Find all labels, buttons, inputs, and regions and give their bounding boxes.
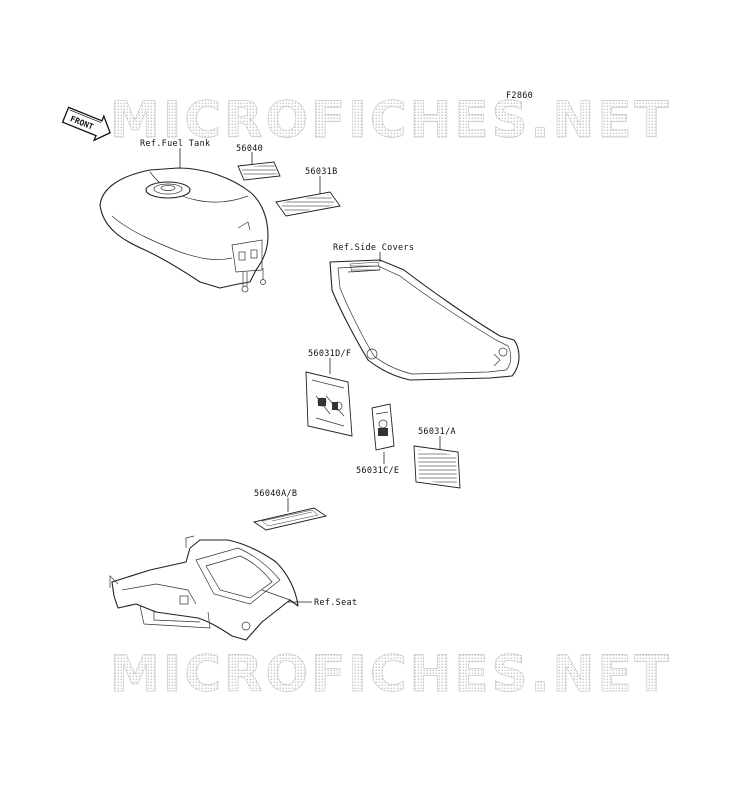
label-ref-fuel-tank: Ref.Fuel Tank bbox=[140, 139, 210, 149]
watermark-bottom: MICROFICHES.NET bbox=[110, 645, 672, 703]
decal-56031b bbox=[275, 191, 341, 217]
decal-56031a bbox=[413, 445, 461, 489]
label-56031df: 56031D/F bbox=[308, 349, 351, 359]
watermark-top: MICROFICHES.NET bbox=[110, 91, 672, 149]
label-56040ab: 56040A/B bbox=[254, 489, 297, 499]
side-cover-drawing bbox=[329, 259, 520, 381]
decal-56040ab bbox=[252, 507, 328, 531]
label-56040: 56040 bbox=[236, 144, 263, 154]
decal-56031ce bbox=[371, 403, 395, 451]
label-ref-side-covers: Ref.Side Covers bbox=[333, 243, 414, 253]
label-ref-seat: Ref.Seat bbox=[314, 598, 357, 608]
label-56031b: 56031B bbox=[305, 167, 338, 177]
label-56031ce: 56031C/E bbox=[356, 466, 399, 476]
fuel-tank-drawing bbox=[99, 167, 269, 293]
label-56031a: 56031/A bbox=[418, 427, 456, 437]
diagram-code: F2860 bbox=[506, 91, 533, 101]
decal-56031df bbox=[305, 371, 353, 437]
front-arrow-icon: FRONT bbox=[61, 106, 111, 142]
decal-56040 bbox=[237, 161, 281, 181]
seat-drawing bbox=[109, 535, 299, 641]
